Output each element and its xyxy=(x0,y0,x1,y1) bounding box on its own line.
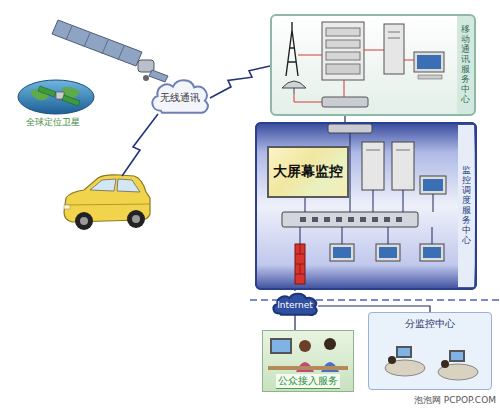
internet-cloud: Internet xyxy=(270,291,320,317)
vertical-title: 监控调度服务中心 xyxy=(462,166,471,245)
watermark: 泡泡网 PCPOP.COM xyxy=(414,394,496,407)
box-label: 分监控中心 xyxy=(405,317,455,331)
car xyxy=(64,175,150,230)
center-panel: 移动通讯服务中心 xyxy=(270,14,476,116)
radio-link xyxy=(122,114,158,176)
sub-center-box: 分监控中心 xyxy=(368,312,492,390)
network-line xyxy=(294,315,295,330)
monitor-panel: 监控调度服务中心 大屏幕监控 xyxy=(255,122,477,290)
globe-satellite xyxy=(18,80,94,114)
vertical-title: 移动通讯服务中心 xyxy=(461,25,470,104)
middle-panel-art xyxy=(255,122,477,290)
cloud-label: 无线通讯 xyxy=(160,91,200,105)
public-access-box: 公众接入服务 xyxy=(262,330,354,392)
satellite-label: 全球定位卫星 xyxy=(26,116,80,129)
public-access-art xyxy=(263,331,353,391)
box-label: 公众接入服务 xyxy=(276,374,340,389)
radio-link xyxy=(210,66,270,98)
cloud-label: Internet xyxy=(277,300,313,310)
network-line xyxy=(294,290,295,291)
satellite xyxy=(52,20,168,82)
top-panel-art xyxy=(270,14,476,116)
screen-label: 大屏幕监控 xyxy=(273,163,343,181)
wireless-cloud: 无线通讯 xyxy=(148,76,212,116)
sub-center-art xyxy=(368,312,492,390)
big-screen: 大屏幕监控 xyxy=(267,146,349,198)
